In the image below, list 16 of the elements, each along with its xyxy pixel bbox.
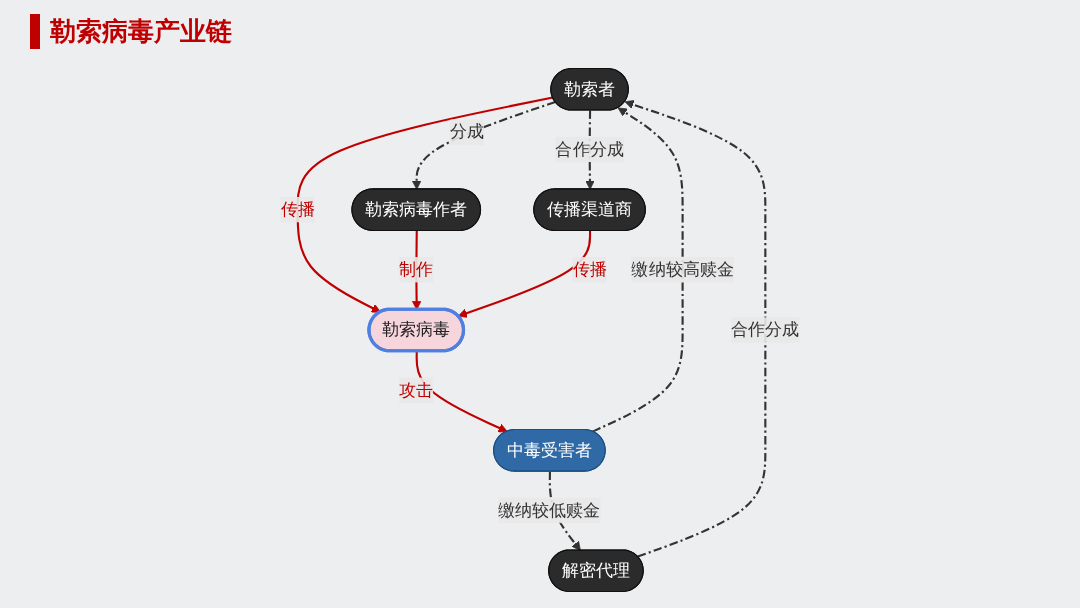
edge-label: 制作: [399, 259, 434, 280]
edge-label: 分成: [449, 121, 484, 142]
arrow: [411, 100, 556, 190]
arrow: [624, 100, 767, 558]
arrow: [415, 351, 508, 433]
edge-label: 合作分成: [555, 138, 624, 160]
edge-label: 传播: [572, 259, 607, 280]
diagram-title: 勒索病毒产业链: [30, 14, 232, 49]
edge-label: 缴纳较低赎金: [498, 499, 601, 521]
arrow: [592, 107, 684, 433]
edge-label: 传播: [280, 198, 315, 220]
edge-label: 攻击: [399, 379, 434, 400]
arrow: [548, 471, 581, 551]
edge-label: 缴纳较高赎金: [631, 259, 734, 280]
arrow: [457, 230, 592, 318]
edge-label: 合作分成: [731, 319, 800, 340]
